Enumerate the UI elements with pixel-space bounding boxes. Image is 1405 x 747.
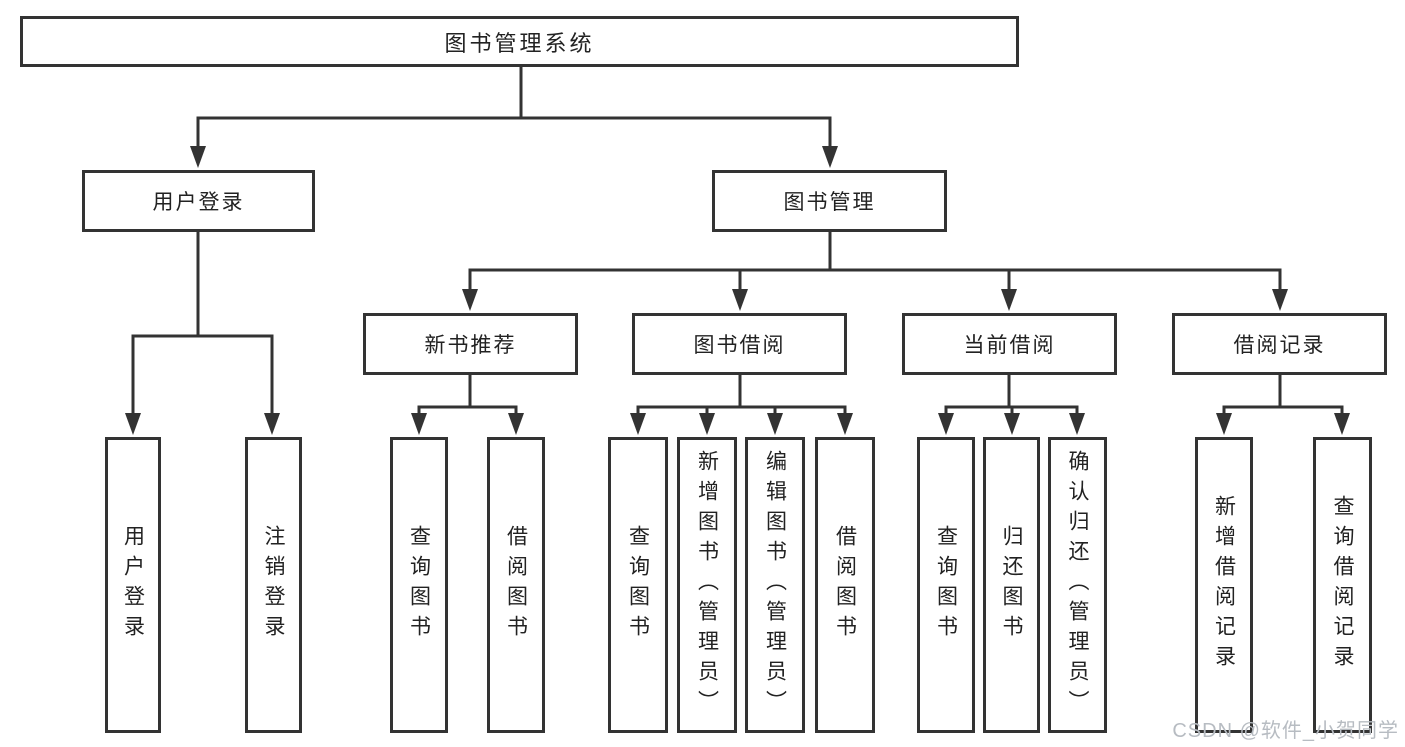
node-user-login: 用户登录: [82, 170, 315, 232]
leaf-query-borrow-record: 查询借阅记录: [1313, 437, 1372, 733]
node-borrow-records: 借阅记录: [1172, 313, 1387, 375]
leaf-return-books: 归还图书: [983, 437, 1040, 733]
leaf-add-borrow-record: 新增借阅记录: [1195, 437, 1253, 733]
csdn-watermark: CSDN @软件_小贺同学: [1172, 720, 1399, 742]
node-new-book-recommend: 新书推荐: [363, 313, 578, 375]
leaf-query-books-recommend: 查询图书: [390, 437, 448, 733]
leaf-add-book-admin: 新增图书（管理员）: [677, 437, 737, 733]
leaf-borrow-books-recommend: 借阅图书: [487, 437, 545, 733]
leaf-logout: 注销登录: [245, 437, 302, 733]
leaf-confirm-return-admin: 确认归还（管理员）: [1048, 437, 1107, 733]
node-current-borrow: 当前借阅: [902, 313, 1117, 375]
node-library-system: 图书管理系统: [20, 16, 1019, 67]
leaf-query-books-current: 查询图书: [917, 437, 975, 733]
leaf-query-books-borrow: 查询图书: [608, 437, 668, 733]
node-book-borrow: 图书借阅: [632, 313, 847, 375]
leaf-borrow-books: 借阅图书: [815, 437, 875, 733]
leaf-user-login: 用户登录: [105, 437, 161, 733]
leaf-edit-book-admin: 编辑图书（管理员）: [745, 437, 805, 733]
node-book-management: 图书管理: [712, 170, 947, 232]
